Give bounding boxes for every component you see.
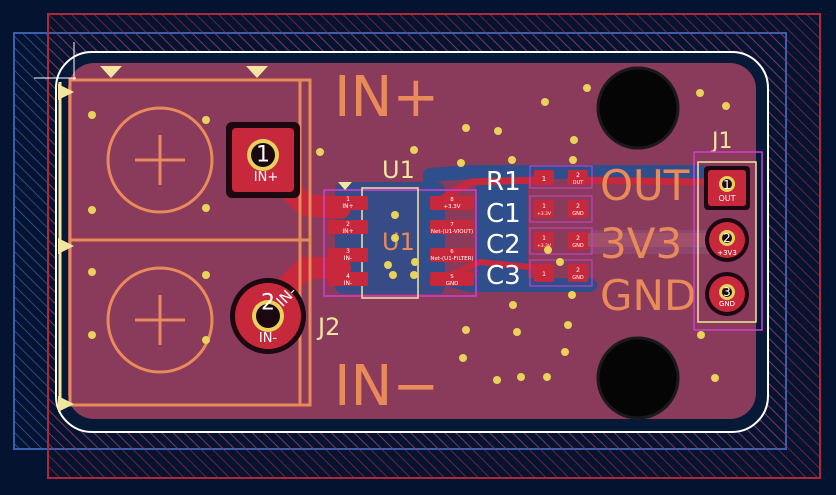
u1-pad-3-net: IN-	[344, 255, 352, 262]
v33-label: 3V3	[600, 219, 682, 268]
c1-pad-2: 2	[576, 203, 580, 210]
j1-pad-3-net: GND	[719, 300, 735, 308]
passive-c1[interactable]: 1 +3.3V 2 GND	[529, 195, 593, 223]
r1-ref-label: R1	[486, 167, 521, 197]
in-minus-label: IN−	[334, 354, 439, 419]
u1-pad-7-net: Net-(U1-VIOUT)	[431, 229, 473, 235]
c3-net-2: GND	[572, 275, 584, 281]
c2-net-1: +3.3V	[537, 243, 552, 249]
j1-ref-label: J1	[710, 129, 733, 154]
j1-pad-1-net: OUT	[718, 194, 735, 203]
j2-pad-1-net: IN+	[254, 170, 278, 185]
gnd-label: GND	[600, 271, 696, 320]
c1-net-1: +3.3V	[537, 211, 552, 217]
u1-pad-7-number: 7	[450, 222, 454, 228]
r1-pad-2: 2	[576, 172, 580, 179]
u1-pad-6-net: Net-(U1-FILTER)	[430, 256, 473, 262]
j2-pad-2-number: 2	[261, 291, 275, 316]
u1-right-pads	[430, 196, 474, 286]
j1-pad-1-number: 1	[723, 178, 731, 192]
j1-pad-1[interactable]: 1 OUT	[704, 166, 750, 210]
c2-net-2: GND	[572, 243, 584, 249]
j1-pad-2[interactable]: 2 +3V3	[705, 218, 749, 262]
u1-pad-1-number: 1	[346, 196, 350, 203]
r1-pad-1: 1	[542, 175, 546, 183]
u1-pad-1-net: IN+	[342, 203, 353, 210]
j2-ref-label: J2	[316, 313, 340, 341]
passive-c3[interactable]: 1 2 GND	[529, 259, 593, 287]
u1-pad-2-number: 2	[346, 221, 350, 228]
j1-pad-2-number: 2	[723, 231, 731, 245]
c2-pad-2: 2	[576, 235, 580, 242]
u1-pad-4-number: 4	[346, 273, 350, 280]
c3-ref-label: C3	[486, 261, 521, 291]
c2-ref-label: C2	[486, 230, 521, 260]
mounting-hole-bottom	[596, 336, 680, 420]
u1-pad-8-net: +3.3V	[443, 204, 460, 210]
u1-pad-3-number: 3	[346, 248, 350, 255]
header-j1[interactable]: J1	[693, 129, 763, 331]
u1-pad-8-number: 8	[450, 197, 454, 203]
j1-pad-3[interactable]: 3 GND	[705, 272, 749, 316]
j2-silkscreen-edge	[34, 42, 76, 412]
passive-r1[interactable]: 1 2 OUT	[529, 165, 593, 189]
u1-ref-label: U1	[382, 156, 415, 184]
c3-pad-2: 2	[576, 267, 580, 274]
r1-net-2: OUT	[573, 180, 585, 186]
j1-pad-2-net: +3V3	[717, 249, 737, 257]
c3-pad-1: 1	[542, 271, 546, 278]
terminal-block-j2[interactable]	[68, 66, 312, 407]
out-label: OUT	[600, 161, 690, 210]
passive-c2[interactable]: 1 +3.3V 2 GND	[529, 227, 593, 255]
j1-pad-3-number: 3	[723, 285, 731, 299]
j2-pad-2[interactable]: 2 IN- IN-	[230, 278, 306, 354]
j2-pad-2-net: IN-	[259, 331, 278, 346]
j2-pad-1-number: 1	[256, 143, 270, 168]
u1-fab-label: U1	[382, 228, 415, 256]
u1-pad-6-number: 6	[450, 249, 454, 255]
u1-left-pad-labels: 1 IN+ 2 IN+ 3 IN- 4 IN-	[342, 196, 353, 287]
c1-pad-1: 1	[542, 203, 546, 210]
c1-ref-label: C1	[486, 199, 521, 229]
mounting-hole-top	[596, 66, 680, 150]
c2-pad-1: 1	[542, 235, 546, 242]
u1-pad-5-net: GND	[446, 281, 459, 287]
u1-pad-5-number: 5	[450, 274, 454, 280]
u1-right-pad-labels: 8 +3.3V 7 Net-(U1-VIOUT) 6 Net-(U1-FILTE…	[430, 197, 473, 287]
board-edge-cuts	[55, 51, 769, 433]
j2-pad-1[interactable]: 1 IN+	[226, 122, 300, 198]
u1-pad-2-net: IN+	[342, 228, 353, 235]
c1-net-2: GND	[572, 211, 584, 217]
vias	[88, 84, 730, 384]
u1-left-pads	[328, 196, 368, 286]
passive-ref-labels: R1 C1 C2 C3	[486, 167, 521, 291]
in-plus-label: IN+	[334, 65, 439, 130]
u1-pad-4-net: IN-	[344, 280, 352, 287]
ic-u1[interactable]: U1 U1	[323, 156, 477, 299]
